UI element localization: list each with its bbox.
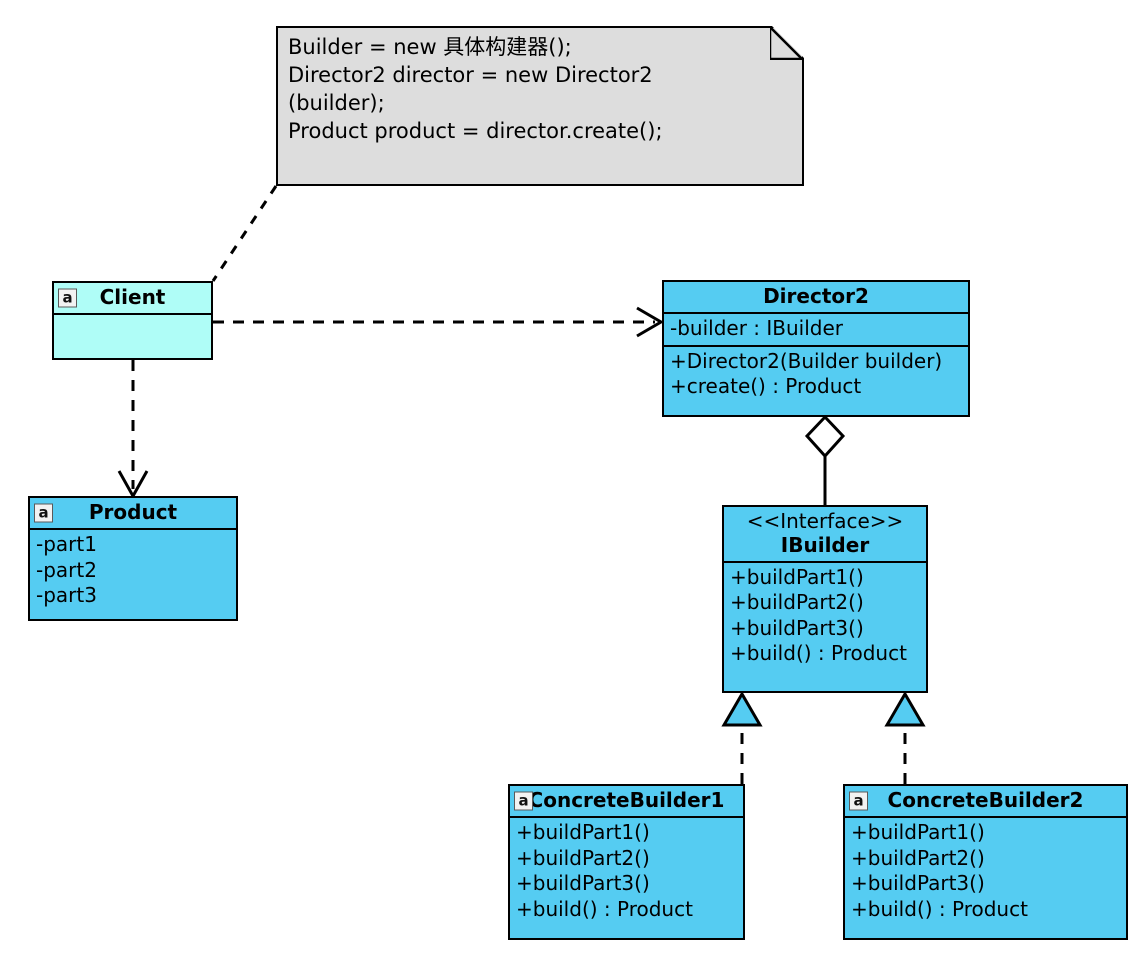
class-header-client: a Client (54, 283, 211, 313)
class-box-ibuilder[interactable]: <<Interface>> IBuilder +buildPart1() +bu… (722, 505, 928, 693)
note-comment-box[interactable]: Builder = new 具体构建器(); Director2 directo… (276, 26, 804, 186)
cb1-realization-triangle-icon (721, 691, 763, 727)
operation-row: +buildPart3() (516, 871, 650, 896)
client-director2-arrowhead (636, 306, 664, 338)
note-line: Product product = director.create(); (288, 118, 663, 143)
class-header-concretebuilder2: a ConcreteBuilder2 (845, 786, 1126, 816)
note-line: Builder = new 具体构建器(); (288, 35, 572, 59)
class-stereotype-ibuilder: <<Interface>> (746, 509, 904, 533)
class-header-concretebuilder1: a ConcreteBuilder1 (510, 786, 743, 816)
operation-row: +buildPart1() (730, 564, 864, 589)
operation-row: +buildPart2() (730, 590, 864, 615)
operation-row: +buildPart2() (851, 845, 985, 870)
class-name-product: Product (88, 500, 178, 524)
class-badge-icon: a (34, 503, 53, 523)
operation-row: +build() : Product (851, 896, 1028, 921)
class-header-director2: Director2 (664, 282, 968, 312)
class-box-concretebuilder1[interactable]: a ConcreteBuilder1 +buildPart1() +buildP… (508, 784, 745, 940)
class-operations-concretebuilder2: +buildPart1() +buildPart2() +buildPart3(… (845, 816, 1126, 938)
operation-row: +buildPart3() (851, 871, 985, 896)
attribute-row: -part2 (36, 557, 97, 582)
operation-row: +buildPart1() (516, 820, 650, 844)
note-fold-icon (772, 26, 804, 58)
class-name-director2: Director2 (763, 284, 869, 308)
class-members-client (54, 313, 211, 358)
class-header-product: a Product (30, 498, 236, 528)
class-header-ibuilder: <<Interface>> IBuilder (724, 507, 926, 561)
aggregation-diamond-icon (804, 414, 846, 459)
operation-row: +Director2(Builder builder) (670, 348, 943, 373)
operation-row: +buildPart3() (730, 615, 864, 640)
class-attributes-product: -part1 -part2 -part3 (30, 528, 236, 619)
attribute-row: -part1 (36, 532, 97, 556)
cb2-realization-triangle-icon (884, 691, 926, 727)
class-operations-ibuilder: +buildPart1() +buildPart2() +buildPart3(… (724, 560, 926, 691)
class-name-concretebuilder2: ConcreteBuilder2 (887, 788, 1084, 812)
attribute-row: -part3 (36, 583, 97, 608)
note-line: (builder); (288, 90, 385, 115)
operation-row: +build() : Product (516, 896, 693, 921)
class-badge-icon: a (58, 288, 77, 308)
class-box-product[interactable]: a Product -part1 -part2 -part3 (28, 496, 238, 621)
class-box-client[interactable]: a Client (52, 281, 213, 360)
class-name-concretebuilder1: ConcreteBuilder1 (528, 788, 725, 812)
client-product-arrowhead (117, 470, 149, 500)
class-operations-concretebuilder1: +buildPart1() +buildPart2() +buildPart3(… (510, 816, 743, 938)
class-operations-director2: +Director2(Builder builder) +create() : … (664, 344, 968, 415)
class-attributes-director2: -builder : IBuilder (664, 312, 968, 345)
note-anchor-line (211, 185, 278, 282)
class-badge-icon: a (514, 791, 533, 811)
attribute-row: -builder : IBuilder (670, 316, 844, 340)
operation-row: +buildPart2() (516, 845, 650, 870)
class-box-concretebuilder2[interactable]: a ConcreteBuilder2 +buildPart1() +buildP… (843, 784, 1128, 940)
note-line: Director2 director = new Director2 (288, 62, 653, 87)
class-box-director2[interactable]: Director2 -builder : IBuilder +Director2… (662, 280, 970, 417)
operation-row: +build() : Product (730, 641, 907, 666)
operation-row: +create() : Product (670, 374, 862, 399)
class-badge-icon: a (849, 791, 868, 811)
class-name-ibuilder: IBuilder (780, 532, 870, 557)
operation-row: +buildPart1() (851, 820, 985, 844)
class-name-client: Client (99, 285, 166, 309)
